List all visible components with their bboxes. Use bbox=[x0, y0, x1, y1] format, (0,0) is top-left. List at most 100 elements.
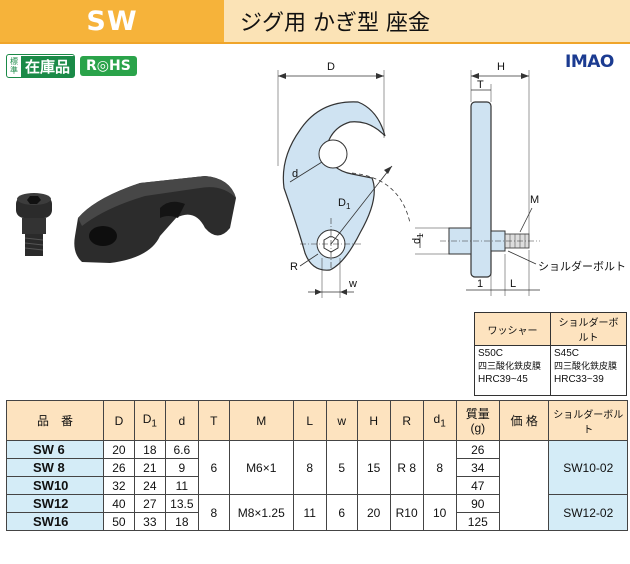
dim-d1-sub: 1 bbox=[416, 233, 425, 238]
spec-header-D1: D1 bbox=[133, 400, 166, 441]
front-view bbox=[277, 70, 411, 298]
dim-H-label: H bbox=[497, 61, 505, 73]
dim-M-label: M bbox=[530, 194, 539, 206]
hook-washer-photo bbox=[74, 176, 236, 263]
part-number: SW16 bbox=[6, 512, 104, 531]
cell-M: M6×1 bbox=[228, 440, 294, 495]
cell-d1: 10 bbox=[422, 494, 457, 531]
material-header-bolt: ショルダーボルト bbox=[550, 312, 627, 346]
cell-D: 40 bbox=[102, 494, 135, 513]
table-row: SW10 32 24 11 47 bbox=[6, 476, 628, 495]
cell-mass: 125 bbox=[455, 512, 500, 531]
spec-header-H: H bbox=[356, 400, 391, 441]
dim-w-label: w bbox=[348, 278, 357, 290]
cell-D: 20 bbox=[102, 440, 135, 459]
cell-T: 8 bbox=[197, 494, 230, 531]
cell-d: 11 bbox=[164, 476, 199, 495]
cell-d: 9 bbox=[164, 458, 199, 477]
cell-mass: 26 bbox=[455, 440, 500, 459]
cell-d: 13.5 bbox=[164, 494, 199, 513]
cell-L: 8 bbox=[292, 440, 327, 495]
cell-R: R 8 bbox=[389, 440, 424, 495]
spec-header-bolt: ショルダーボルト bbox=[548, 400, 628, 441]
technical-drawing: D H T d D1 M d1 R w 1 L ショルダーボルト bbox=[16, 61, 626, 298]
cell-T: 6 bbox=[197, 440, 230, 495]
cell-w: 5 bbox=[325, 440, 358, 495]
material-header-washer: ワッシャー bbox=[474, 312, 551, 346]
spec-header-D1-main: D bbox=[142, 411, 152, 426]
part-number: SW12 bbox=[6, 494, 104, 513]
standard-label: 標準 bbox=[10, 57, 18, 75]
standard-stock-badge: 標準 在庫品 bbox=[6, 54, 76, 78]
side-view bbox=[415, 70, 540, 296]
dim-d1-main: d bbox=[411, 238, 423, 244]
spec-header-mass: 質量(g) bbox=[455, 400, 500, 441]
part-number: SW 6 bbox=[6, 440, 104, 459]
rohs-badge: R◎HS bbox=[80, 56, 137, 76]
cell-R: R10 bbox=[389, 494, 424, 531]
cell-H: 15 bbox=[356, 440, 391, 495]
dim-L-label: L bbox=[510, 278, 516, 290]
dim-T-label: T bbox=[477, 79, 484, 91]
spec-header-d1-sub: 1 bbox=[440, 418, 446, 430]
cell-H: 20 bbox=[356, 494, 391, 531]
material-bolt-cell: S45C 四三酸化鉄皮膜 HRC33~39 bbox=[550, 345, 627, 396]
dim-D1-label: D1 bbox=[338, 197, 351, 211]
dim-R-label: R bbox=[290, 261, 298, 273]
table-row: SW16 50 33 18 125 bbox=[6, 512, 628, 531]
shoulder-bolt-photo bbox=[16, 193, 52, 256]
dim-d1-label: d1 bbox=[411, 233, 425, 244]
cell-mass: 47 bbox=[455, 476, 500, 495]
material-washer-cell: S50C 四三酸化鉄皮膜 HRC39~45 bbox=[474, 345, 551, 396]
spec-header-L: L bbox=[292, 400, 327, 441]
cell-w: 6 bbox=[325, 494, 358, 531]
table-row: SW 6 20 18 6.6 6 M6×1 8 5 15 R 8 8 26 SW… bbox=[6, 440, 628, 531]
stock-label: 在庫品 bbox=[21, 55, 75, 77]
cell-d: 6.6 bbox=[164, 440, 199, 459]
spec-header-R: R bbox=[389, 400, 424, 441]
header-divider bbox=[0, 42, 630, 44]
cell-D1: 21 bbox=[133, 458, 166, 477]
part-number: SW 8 bbox=[6, 458, 104, 477]
cell-M: M8×1.25 bbox=[228, 494, 294, 531]
dim-D1-sub: 1 bbox=[346, 202, 351, 211]
cell-mass: 34 bbox=[455, 458, 500, 477]
table-row: SW12 40 27 13.5 8 M8×1.25 11 6 20 R10 10… bbox=[6, 494, 628, 531]
spec-header-mass-label: 質量 bbox=[465, 406, 490, 421]
product-code: SW bbox=[0, 0, 224, 42]
cell-mass: 90 bbox=[455, 494, 500, 513]
cell-d1: 8 bbox=[422, 440, 457, 495]
cell-D: 50 bbox=[102, 512, 135, 531]
cell-price bbox=[498, 440, 550, 531]
dim-1-label: 1 bbox=[477, 278, 483, 290]
bolt-finish: 四三酸化鉄皮膜 bbox=[554, 361, 618, 371]
washer-finish: 四三酸化鉄皮膜 bbox=[478, 361, 542, 371]
spec-header-price: 価 格 bbox=[498, 400, 550, 441]
spec-header-part: 品 番 bbox=[6, 400, 104, 441]
dim-D-label: D bbox=[327, 61, 335, 73]
dim-d-label: d bbox=[292, 168, 298, 180]
cell-D1: 27 bbox=[133, 494, 166, 513]
cell-bolt: SW12-02 bbox=[548, 494, 628, 531]
product-title: ジグ用 かぎ型 座金 bbox=[224, 0, 630, 42]
bolt-hardness: HRC33~39 bbox=[554, 374, 604, 385]
material-table: ワッシャー ショルダーボルト S50C 四三酸化鉄皮膜 HRC39~45 S45… bbox=[474, 312, 627, 396]
cell-D1: 33 bbox=[133, 512, 166, 531]
spec-header-T: T bbox=[197, 400, 230, 441]
shoulder-bolt-callout: ショルダーボルト bbox=[538, 259, 626, 273]
cell-bolt: SW10-02 bbox=[548, 440, 628, 495]
cell-D: 26 bbox=[102, 458, 135, 477]
spec-header-D: D bbox=[102, 400, 135, 441]
spec-header-mass-unit: (g) bbox=[470, 420, 486, 435]
spec-header-d1: d1 bbox=[422, 400, 457, 441]
cell-L: 11 bbox=[292, 494, 327, 531]
bolt-material: S45C bbox=[554, 348, 580, 359]
spec-header-d1-main: d bbox=[433, 411, 441, 426]
product-header: SW ジグ用 かぎ型 座金 bbox=[0, 0, 630, 44]
spec-header-M: M bbox=[228, 400, 294, 441]
cell-d: 18 bbox=[164, 512, 199, 531]
imao-logo: IMAO bbox=[565, 52, 614, 72]
spec-table: 品 番 D D1 d T M L w H R d1 質量(g) 価 格 ショルダ… bbox=[6, 400, 628, 531]
washer-material: S50C bbox=[478, 348, 504, 359]
washer-hardness: HRC39~45 bbox=[478, 374, 528, 385]
